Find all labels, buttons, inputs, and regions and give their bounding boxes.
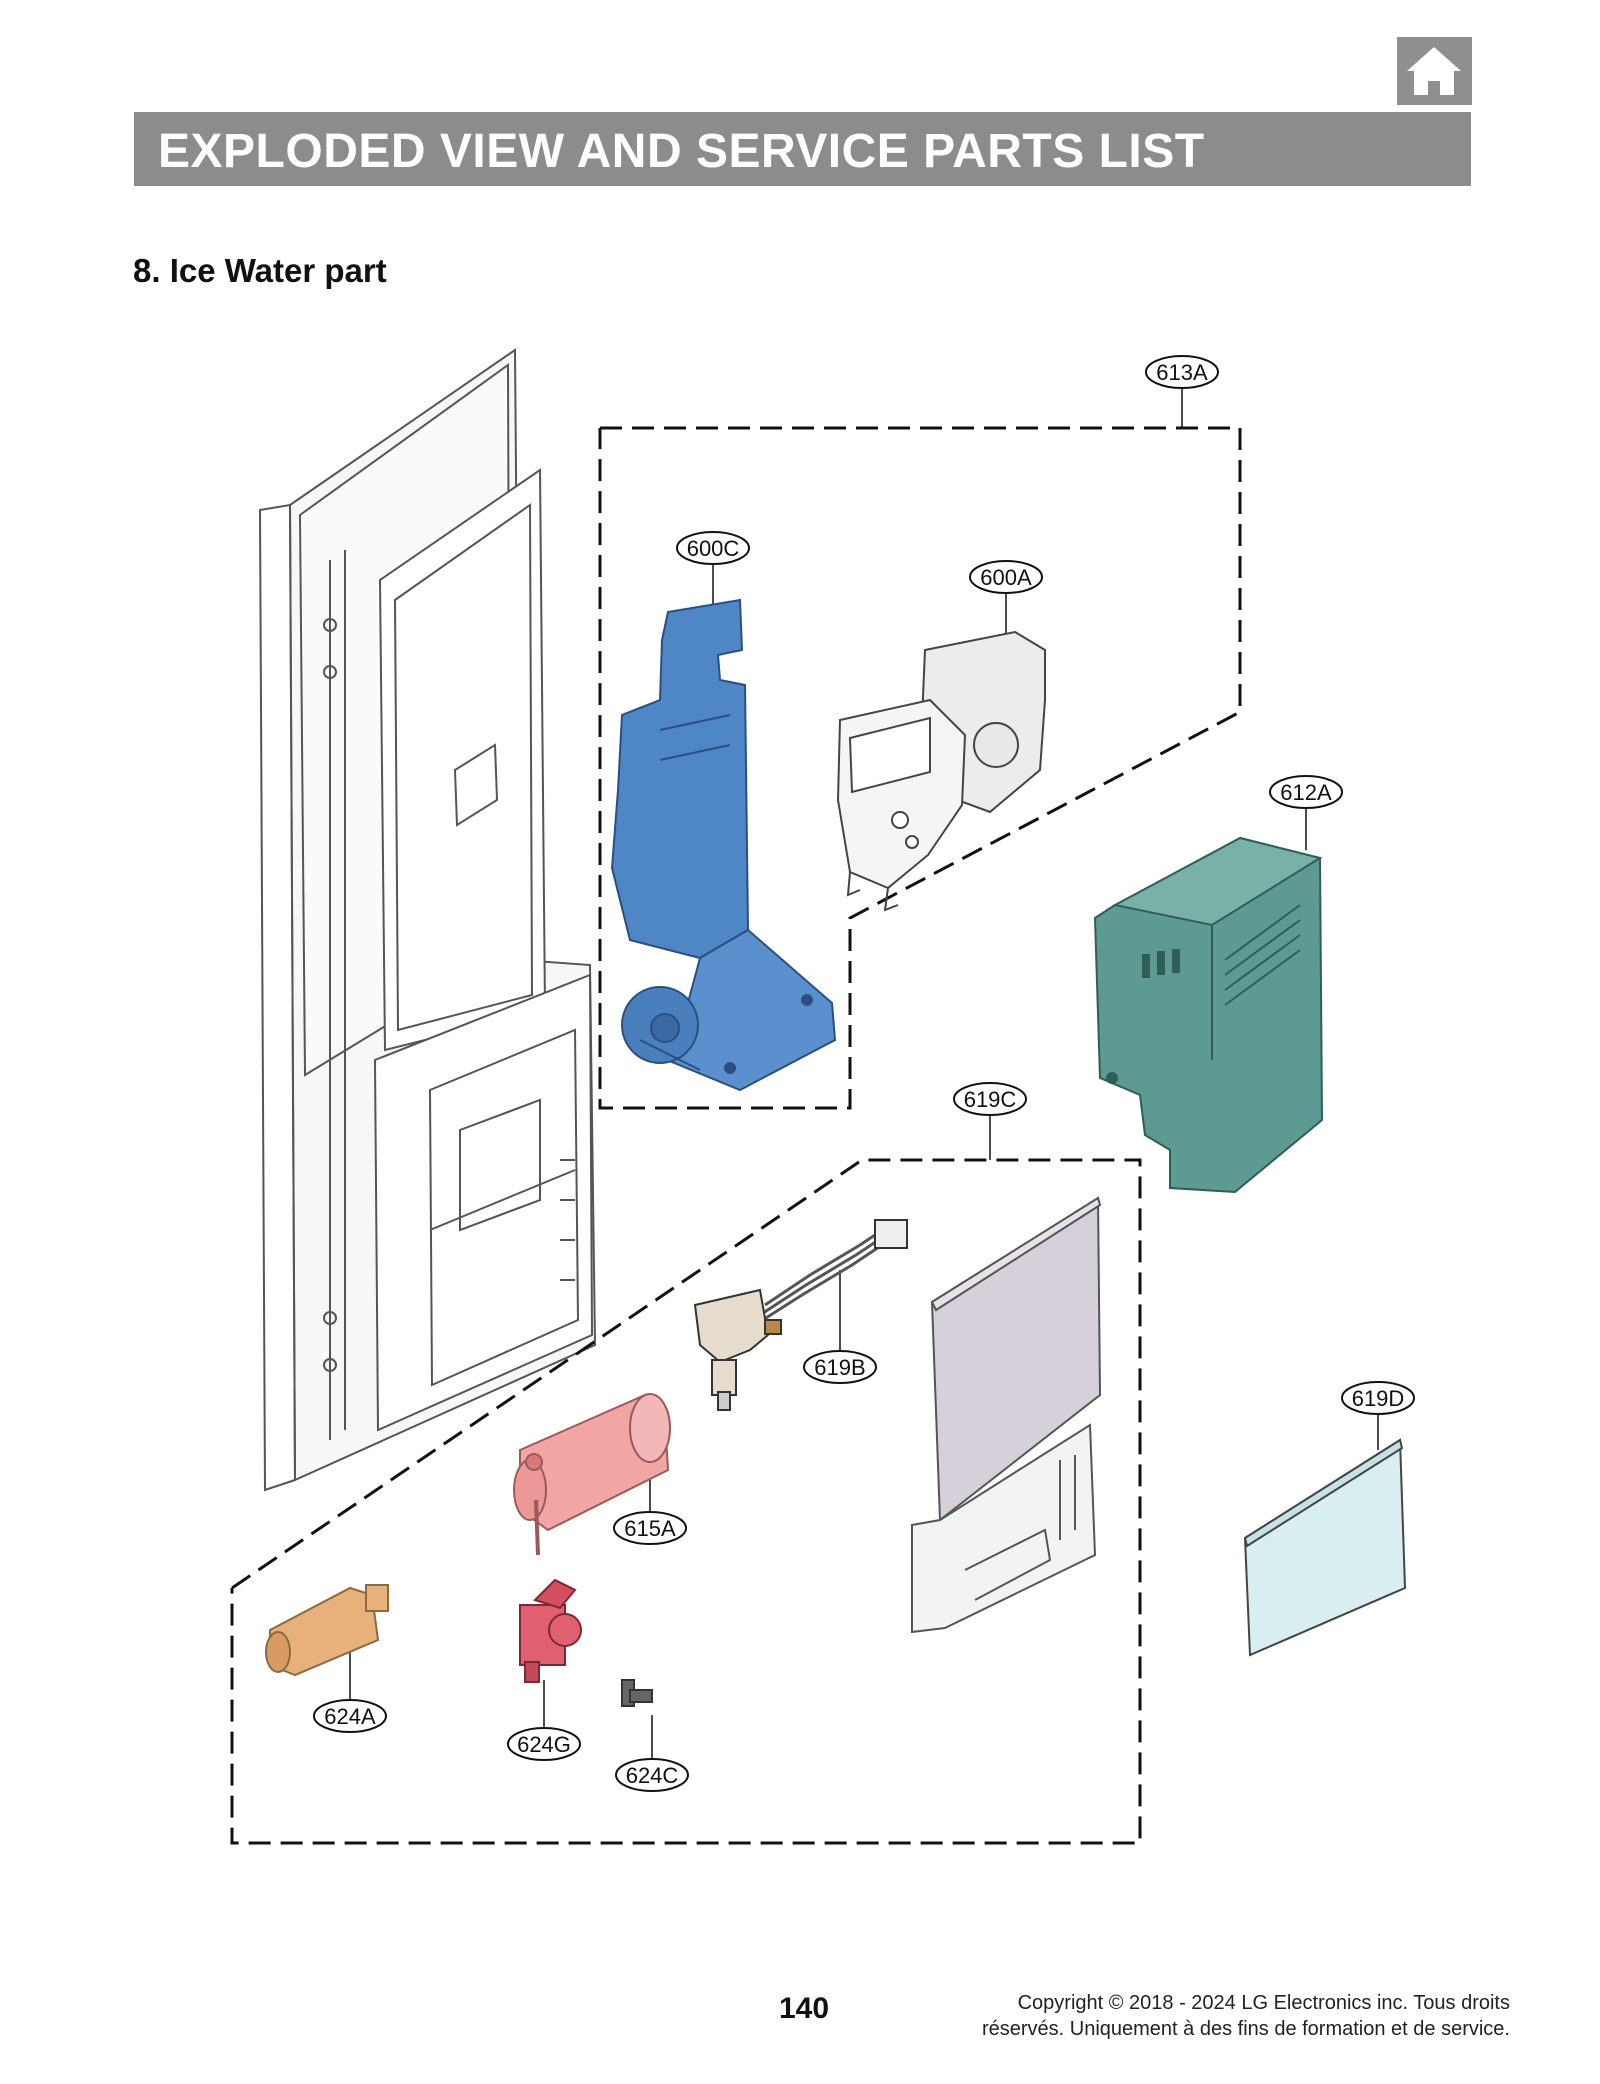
copyright-line-2: réservés. Uniquement à des fins de forma… <box>981 2018 1510 2040</box>
bypass-valve <box>519 1578 582 1683</box>
refrigerator-door <box>258 348 597 1492</box>
callout-619b: 619B <box>803 1350 877 1384</box>
callout-600c: 600C <box>676 531 750 565</box>
callout-624g: 624G <box>507 1727 581 1761</box>
callout-624a: 624A <box>313 1699 387 1733</box>
callout-label: 600C <box>687 536 740 561</box>
callout-615a: 615A <box>613 1511 687 1545</box>
water-valve-harness <box>693 1219 908 1411</box>
ice-maker-assembly <box>836 630 1046 912</box>
callout-613a: 613A <box>1145 355 1219 389</box>
callout-label: 624A <box>324 1704 376 1729</box>
ice-maker-bracket <box>610 598 837 1092</box>
callout-label: 615A <box>624 1516 676 1541</box>
callout-label: 613A <box>1156 360 1208 385</box>
elbow-fitting <box>621 1679 653 1707</box>
header-bar: EXPLODED VIEW AND SERVICE PARTS LIST <box>134 112 1471 186</box>
filter-head <box>265 1584 389 1677</box>
callout-624c: 624C <box>615 1758 689 1792</box>
group-boundary-619c <box>230 1158 1142 1845</box>
callout-label: 619B <box>814 1355 865 1380</box>
callout-612a: 612A <box>1269 775 1343 809</box>
group-boundary-613a <box>598 426 1242 1110</box>
callout-label: 612A <box>1280 780 1332 805</box>
exploded-view-diagram: 613A 600C 600A 612A 619C 619B 619D 615A … <box>230 348 1415 1845</box>
copyright-notice: Copyright © 2018 - 2024 LG Electronics i… <box>870 1990 1510 2042</box>
ice-bin <box>1093 836 1324 1194</box>
callout-label: 600A <box>980 565 1032 590</box>
callout-label: 619C <box>964 1087 1017 1112</box>
callout-600a: 600A <box>969 560 1043 594</box>
section-title: 8. Ice Water part <box>133 252 387 289</box>
callout-label: 624C <box>626 1763 679 1788</box>
small-cover-panel <box>1243 1438 1407 1657</box>
leader-lines <box>349 385 1379 1765</box>
copyright-line-1: Copyright © 2018 - 2024 LG Electronics i… <box>1017 1992 1510 2014</box>
water-filter <box>513 1393 671 1556</box>
home-icon <box>1407 47 1461 95</box>
callout-619d: 619D <box>1341 1381 1415 1415</box>
callout-label: 624G <box>517 1732 571 1757</box>
page-title: EXPLODED VIEW AND SERVICE PARTS LIST <box>158 125 1205 178</box>
callout-label: 619D <box>1352 1386 1405 1411</box>
page-number: 140 <box>778 1992 830 2025</box>
callout-619c: 619C <box>953 1082 1027 1116</box>
home-button[interactable] <box>1397 37 1472 105</box>
dispenser-cover-panel <box>911 1196 1102 1634</box>
